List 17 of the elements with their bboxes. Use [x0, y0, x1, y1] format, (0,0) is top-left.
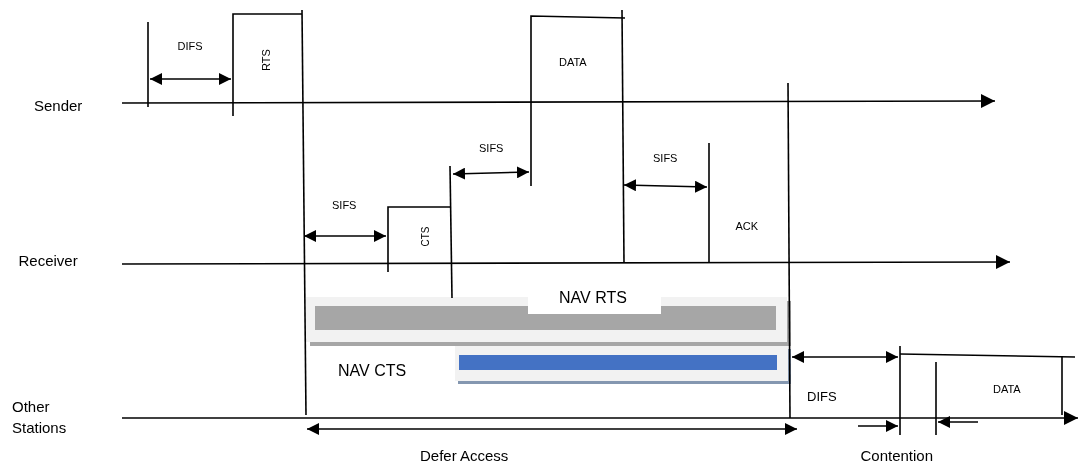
station-label: Receiver	[18, 252, 78, 269]
period-label: Contention	[860, 447, 934, 464]
frame-label: DATA	[993, 383, 1021, 396]
station-label: Sender	[34, 97, 83, 114]
frame-label: ACK	[735, 220, 759, 233]
nav-label: NAV RTS	[559, 289, 627, 307]
interval-label: DIFS	[807, 390, 837, 405]
frame-label: RTS	[259, 49, 272, 71]
station-label: Other Stations	[12, 397, 68, 438]
frame-label: CTS	[419, 226, 431, 246]
interval-label: SIFS	[332, 199, 357, 212]
interval-label: SIFS	[479, 142, 504, 155]
period-label: Defer Access	[420, 447, 509, 464]
frame-label: DATA	[559, 56, 587, 69]
interval-label: DIFS	[177, 40, 203, 53]
interval-label: SIFS	[653, 152, 678, 165]
nav-label: NAV CTS	[338, 362, 407, 380]
